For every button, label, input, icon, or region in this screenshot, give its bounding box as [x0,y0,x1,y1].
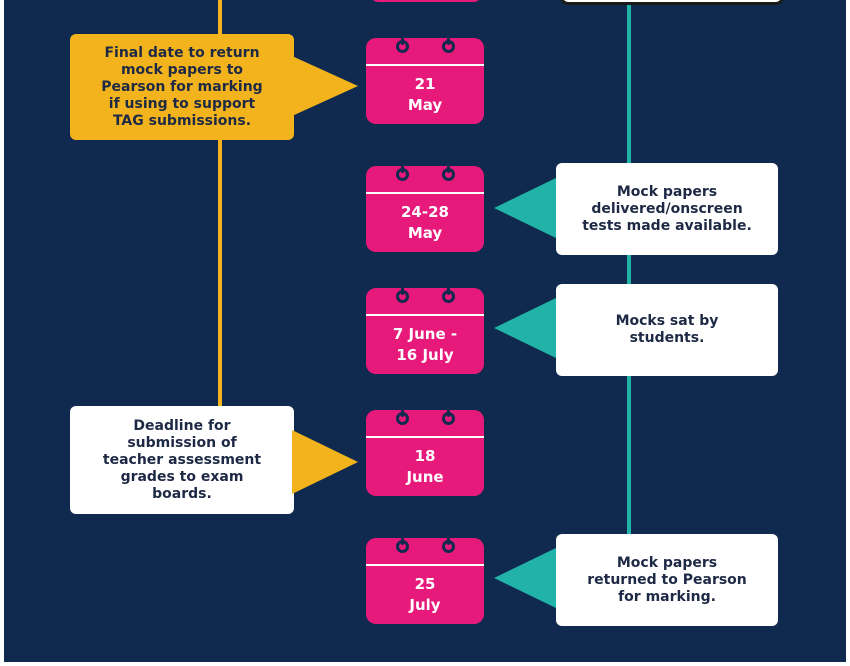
note-line: tests made available. [582,217,752,234]
note-line: returned to Pearson [587,571,747,588]
calendar-date: 18 June [366,438,484,496]
calendar-7-june-16-july: 7 June - 16 July [366,278,484,374]
note-line: grades to exam [120,468,244,485]
calendar-24-28-may: 24-28 May [366,156,484,252]
left-timeline-line [218,0,222,410]
calendar-hook-icon [401,28,404,45]
note-line: TAG submissions. [112,112,252,129]
date-line: 7 June - [392,325,458,343]
calendar-18-june: 18 June [366,400,484,496]
calendar-divider [366,564,484,566]
date-line: July [409,596,441,614]
right-note-pointer [494,296,560,360]
calendar-hook-icon [447,528,450,545]
date-line: 16 July [396,346,454,364]
left-note-pointer [292,56,358,116]
right-note-pointer [494,176,560,240]
right-note-returned: Mock papers returned to Pearson for mark… [556,534,778,626]
note-line: Mocks sat by [615,313,719,329]
note-line: teacher assessment [102,451,262,468]
calendar-date: 24-28 May [366,194,484,252]
calendar-partial-top [369,0,483,2]
note-line: mock papers to [120,61,244,78]
left-note-pointer [292,430,358,494]
calendar-divider [366,64,484,66]
left-note-final-date: Final date to return mock papers to Pear… [70,34,294,140]
calendar-divider [366,192,484,194]
date-line: May [407,224,443,242]
date-line: June [406,468,444,486]
calendar-hook-icon [447,400,450,417]
calendar-header [366,166,484,192]
right-note-pointer [494,546,560,610]
date-line: 25 [414,575,436,593]
calendar-header [366,410,484,436]
calendar-hook-icon [401,278,404,295]
calendar-hook-icon [401,400,404,417]
right-note-delivered: Mock papers delivered/onscreen tests mad… [556,163,778,255]
note-partial-top [560,0,784,5]
calendar-hook-icon [401,528,404,545]
note-line: submission of [127,434,237,451]
date-line: May [407,96,443,114]
calendar-hook-icon [447,278,450,295]
calendar-hook-icon [401,156,404,173]
note-line: boards. [152,485,212,502]
note-line: Deadline for [133,417,231,434]
note-line: for marking. [618,588,716,605]
note-line: Mock papers [616,554,718,571]
calendar-date: 7 June - 16 July [366,316,484,374]
calendar-21-may: 21 May [366,28,484,124]
date-line: 21 [414,75,436,93]
calendar-hook-icon [447,28,450,45]
calendar-divider [366,436,484,438]
date-line: 18 [414,447,436,465]
date-line: 24-28 [401,203,449,221]
right-note-mocks-sat: Mocks sat by students. [556,284,778,376]
calendar-hook-icon [447,156,450,173]
calendar-date: 21 May [366,66,484,124]
calendar-divider [366,314,484,316]
note-line: delivered/onscreen [591,200,743,217]
right-timeline-line [627,0,631,545]
note-line: Pearson for marking [101,78,263,95]
calendar-25-july: 25 July [366,528,484,624]
calendar-header [366,288,484,314]
note-line: students. [629,330,705,346]
calendar-date: 25 July [366,566,484,624]
note-line: Final date to return [104,44,260,61]
note-line: if using to support [108,95,256,112]
timeline-infographic: Final date to return mock papers to Pear… [4,0,846,662]
note-line: Mock papers [616,183,718,200]
left-note-deadline: Deadline for submission of teacher asses… [70,406,294,514]
calendar-header [366,538,484,564]
calendar-header [366,38,484,64]
